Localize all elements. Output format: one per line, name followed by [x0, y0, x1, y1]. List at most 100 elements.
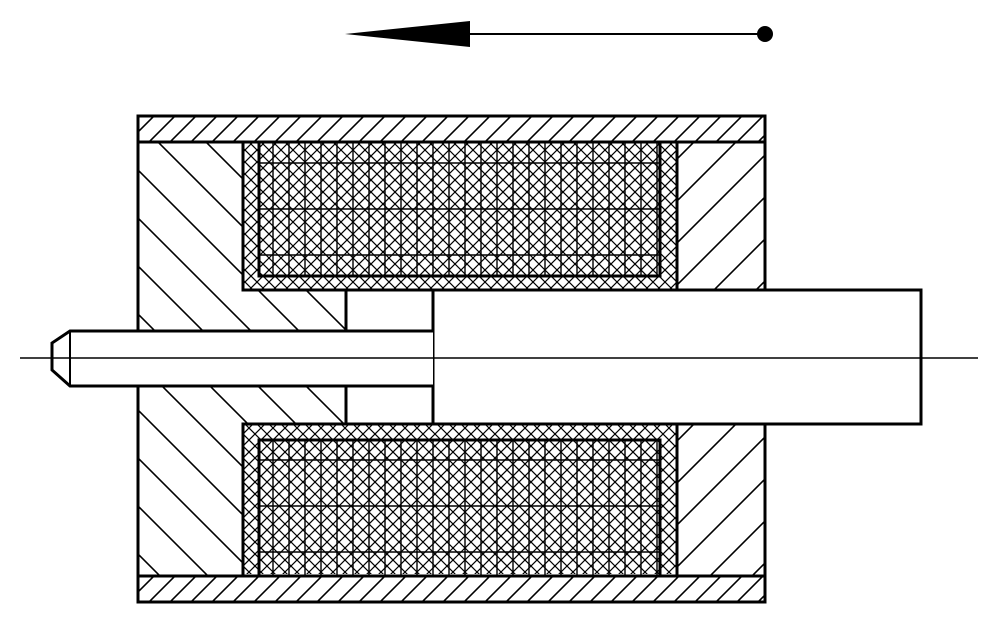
hatch-line: [783, 422, 939, 578]
hatch-line: [558, 142, 677, 290]
hatch-line: [626, 424, 677, 574]
hatch-line: [243, 424, 280, 574]
hatch-line: [735, 576, 765, 602]
hatch-line: [504, 576, 534, 602]
hatch-line: [843, 422, 999, 578]
hatch-line: [703, 140, 855, 292]
hatch-line: [723, 422, 879, 578]
hatch-line: [67, 140, 219, 292]
hatch-line: [798, 114, 828, 144]
hatch-line: [777, 114, 807, 144]
hatch-line: [546, 142, 677, 290]
hatch-line: [715, 140, 867, 292]
hatch-line: [483, 576, 513, 602]
hatch-line: [294, 576, 324, 602]
hatch-line: [711, 422, 867, 578]
hatch-line: [522, 142, 676, 290]
yoke-right-bottom-hatch: [677, 422, 1000, 578]
hatch-line: [642, 142, 677, 290]
hatch-line: [642, 142, 677, 290]
hatch-line: [679, 140, 831, 292]
hatch-line: [567, 116, 597, 142]
hatch-line: [426, 142, 580, 290]
hatch-line: [243, 424, 304, 574]
hatch-line: [168, 576, 198, 602]
hatch-line: [510, 142, 664, 290]
hatch-line: [679, 140, 831, 292]
hatch-line: [282, 142, 436, 290]
hatch-line: [630, 116, 660, 142]
hatch-line: [63, 422, 219, 578]
hatch-line: [315, 576, 345, 602]
hatch-line: [63, 422, 219, 578]
hatch-line: [542, 424, 677, 574]
coil-bottom-winding: [259, 440, 660, 576]
hatch-line: [651, 576, 681, 602]
hatch-line: [243, 424, 256, 574]
hatch-line: [756, 593, 765, 602]
hatch-line: [138, 142, 259, 576]
hatch-line: [75, 422, 231, 578]
hatch-line: [831, 422, 987, 578]
hatch-line: [714, 576, 744, 602]
hatch-line: [399, 116, 429, 142]
hatch-line: [378, 116, 408, 142]
hatch-line: [420, 576, 450, 602]
hatch-line: [751, 140, 903, 292]
hatch-line: [105, 574, 135, 604]
hatch-line: [922, 140, 1000, 292]
hatch-line: [366, 142, 520, 290]
hatch-line: [677, 142, 738, 203]
hatch-line: [666, 142, 677, 290]
hatch-line: [855, 422, 1000, 578]
hatch-line: [315, 116, 345, 142]
hatch-line: [606, 142, 677, 290]
hatch-line: [618, 142, 677, 290]
hatch-line: [336, 116, 366, 142]
hatch-line: [662, 424, 677, 574]
hatch-line: [674, 424, 677, 574]
hatch-line: [138, 142, 307, 576]
hatch-line: [759, 422, 915, 578]
hatch-line: [819, 422, 975, 578]
hatch-line: [243, 142, 304, 290]
hatch-line: [138, 116, 156, 134]
hatch-line: [807, 422, 963, 578]
hatch-line: [588, 116, 618, 142]
hatch-line: [787, 140, 939, 292]
hatch-line: [876, 422, 1000, 578]
hatch-line: [357, 116, 387, 142]
hatch-line: [691, 140, 843, 292]
hatch-line: [677, 153, 765, 245]
hatch-line: [674, 424, 677, 574]
hatch-line: [847, 140, 999, 292]
coil-top-winding: [259, 142, 660, 276]
hatch-line: [739, 140, 891, 292]
hatch-line: [546, 576, 576, 602]
hatch-line: [691, 140, 843, 292]
hatch-line: [795, 422, 951, 578]
hatch-line: [243, 142, 244, 290]
hatch-line: [602, 424, 677, 574]
hatch-line: [783, 422, 939, 578]
hatch-line: [606, 142, 677, 290]
hatch-line: [723, 422, 879, 578]
hatch-line: [799, 140, 951, 292]
hatch-line: [792, 422, 948, 578]
hatch-line: [735, 422, 891, 578]
hatch-line: [787, 140, 939, 292]
arrow-left-head-icon: [345, 21, 470, 47]
hatch-line: [378, 142, 532, 290]
cap-bottom-hatch: [105, 574, 765, 604]
hatch-line: [243, 424, 280, 574]
hatch-line: [210, 116, 240, 142]
hatch-line: [588, 576, 618, 602]
hatch-line: [819, 422, 975, 578]
hatch-line: [855, 422, 1000, 578]
hatch-line: [677, 424, 738, 485]
hatch-line: [168, 116, 198, 142]
hatch-line: [79, 140, 231, 292]
hatch-line: [672, 576, 702, 602]
hatch-line: [823, 140, 975, 292]
coil-top-outline: [257, 140, 662, 278]
